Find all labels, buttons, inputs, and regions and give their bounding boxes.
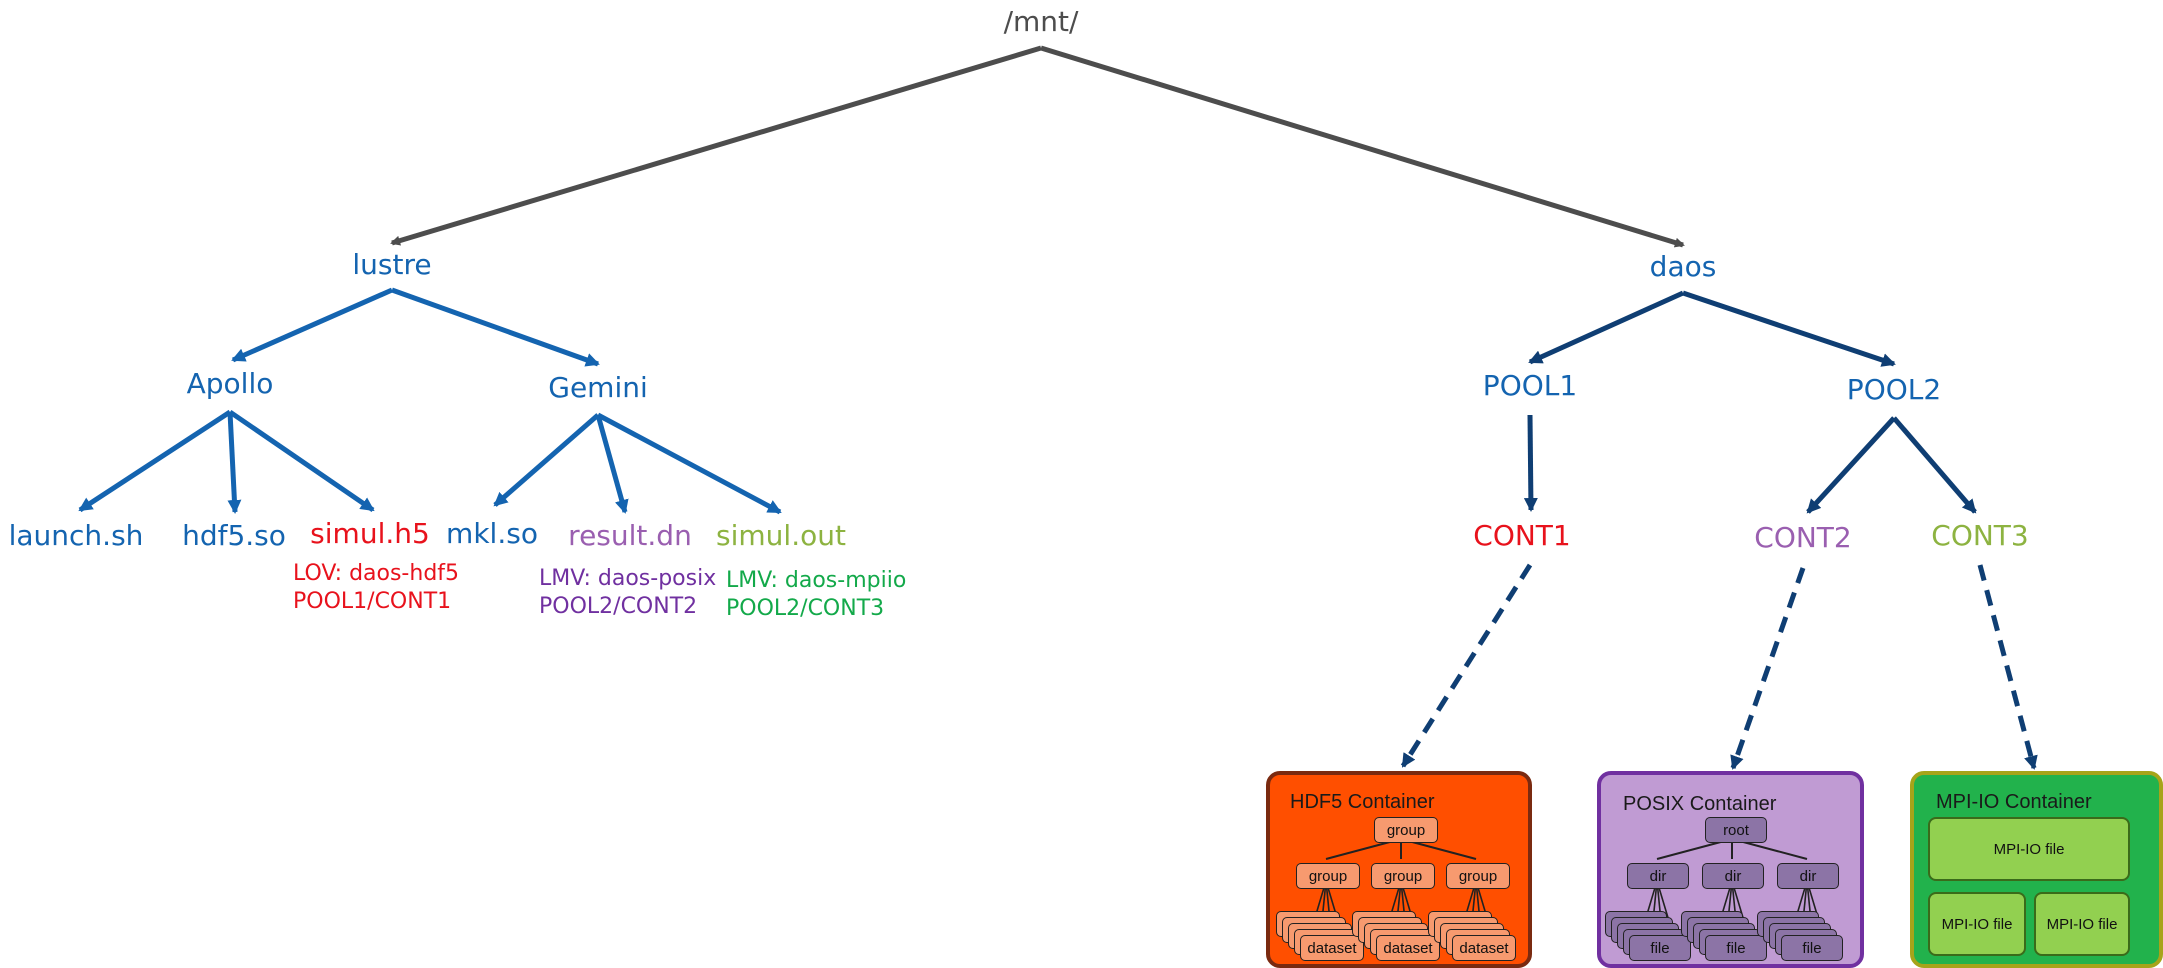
posix-file: file (1781, 935, 1843, 961)
edge-pool2-cont3 (1892, 416, 1977, 514)
hdf5-container-box: HDF5 Container group group group group d… (1266, 771, 1532, 968)
file-simul-h5: simul.h5 (310, 517, 430, 550)
edge-gemini-result (595, 414, 629, 514)
posix-dir-node: dir (1627, 863, 1689, 889)
posix-file: file (1705, 935, 1767, 961)
hdf5-top-node: group (1374, 817, 1438, 843)
lustre-label: lustre (352, 248, 432, 281)
note-simul-out-line2: POOL2/CONT3 (726, 596, 885, 621)
edge-lustre-apollo (231, 287, 394, 363)
mpiio-file-small: MPI-IO file (2034, 892, 2130, 956)
root-label: /mnt/ (1003, 5, 1079, 38)
file-result-dn: result.dn (568, 519, 692, 552)
daos-label: daos (1649, 250, 1717, 283)
cont2-label: CONT2 (1754, 521, 1852, 554)
hdf5-container-title: HDF5 Container (1290, 791, 1435, 813)
edge-lustre-gemini (391, 287, 600, 367)
file-hdf5-so: hdf5.so (182, 519, 286, 552)
note-result-dn-line1: LMV: daos-posix (539, 566, 717, 591)
pool2-label: POOL2 (1846, 373, 1942, 406)
note-simul-out: LMV: daos-mpiio POOL2/CONT3 (726, 567, 906, 623)
edge-cont2-posixbox (1730, 567, 1806, 770)
edge-gemini-simulout (596, 412, 782, 515)
file-mkl-so: mkl.so (446, 517, 538, 550)
pool1-label: POOL1 (1482, 369, 1578, 402)
note-simul-out-line1: LMV: daos-mpiio (726, 568, 907, 593)
edge-cont3-mpiiobox (1977, 564, 2038, 770)
edge-pool2-cont2 (1806, 416, 1896, 514)
hdf5-mid-node: group (1371, 863, 1435, 889)
file-launch-sh: launch.sh (8, 519, 144, 552)
edge-daos-pool1 (1528, 290, 1685, 365)
mpiio-file-large: MPI-IO file (1928, 817, 2130, 881)
edge-gemini-mkl (493, 413, 600, 507)
hdf5-dataset: dataset (1376, 935, 1440, 961)
note-result-dn-line2: POOL2/CONT2 (539, 594, 698, 619)
mpiio-file-small: MPI-IO file (1928, 892, 2026, 956)
edge-apollo-simul (228, 409, 375, 513)
posix-root-node: root (1705, 817, 1767, 843)
posix-container-box: POSIX Container root dir dir dir file fi… (1597, 771, 1864, 968)
apollo-label: Apollo (186, 367, 274, 400)
edge-daos-pool2 (1682, 290, 1896, 367)
edge-cont1-hdf5box (1400, 563, 1533, 768)
edge-apollo-hdf5 (227, 411, 242, 514)
edge-root-daos (1040, 45, 1685, 248)
hdf5-dataset: dataset (1452, 935, 1516, 961)
posix-container-title: POSIX Container (1623, 793, 1777, 815)
hdf5-mid-node: group (1446, 863, 1510, 889)
edge-apollo-launch (78, 409, 232, 513)
posix-dir-node: dir (1702, 863, 1764, 889)
note-simul-h5-line1: LOV: daos-hdf5 (293, 561, 460, 586)
note-simul-h5-line2: POOL1/CONT1 (293, 589, 452, 614)
note-simul-h5: LOV: daos-hdf5 POOL1/CONT1 (293, 560, 459, 616)
cont3-label: CONT3 (1931, 519, 2029, 552)
edge-root-lustre (390, 45, 1042, 246)
mpiio-container-box: MPI-IO Container MPI-IO file MPI-IO file… (1910, 771, 2163, 968)
hdf5-mid-node: group (1296, 863, 1360, 889)
gemini-label: Gemini (548, 371, 648, 404)
hdf5-dataset: dataset (1300, 935, 1364, 961)
mpiio-container-title: MPI-IO Container (1936, 791, 2092, 813)
file-simul-out: simul.out (716, 519, 846, 552)
cont1-label: CONT1 (1473, 519, 1571, 552)
posix-file: file (1629, 935, 1691, 961)
posix-dir-node: dir (1777, 863, 1839, 889)
note-result-dn: LMV: daos-posix POOL2/CONT2 (539, 565, 716, 621)
edge-pool1-cont1 (1523, 414, 1538, 512)
